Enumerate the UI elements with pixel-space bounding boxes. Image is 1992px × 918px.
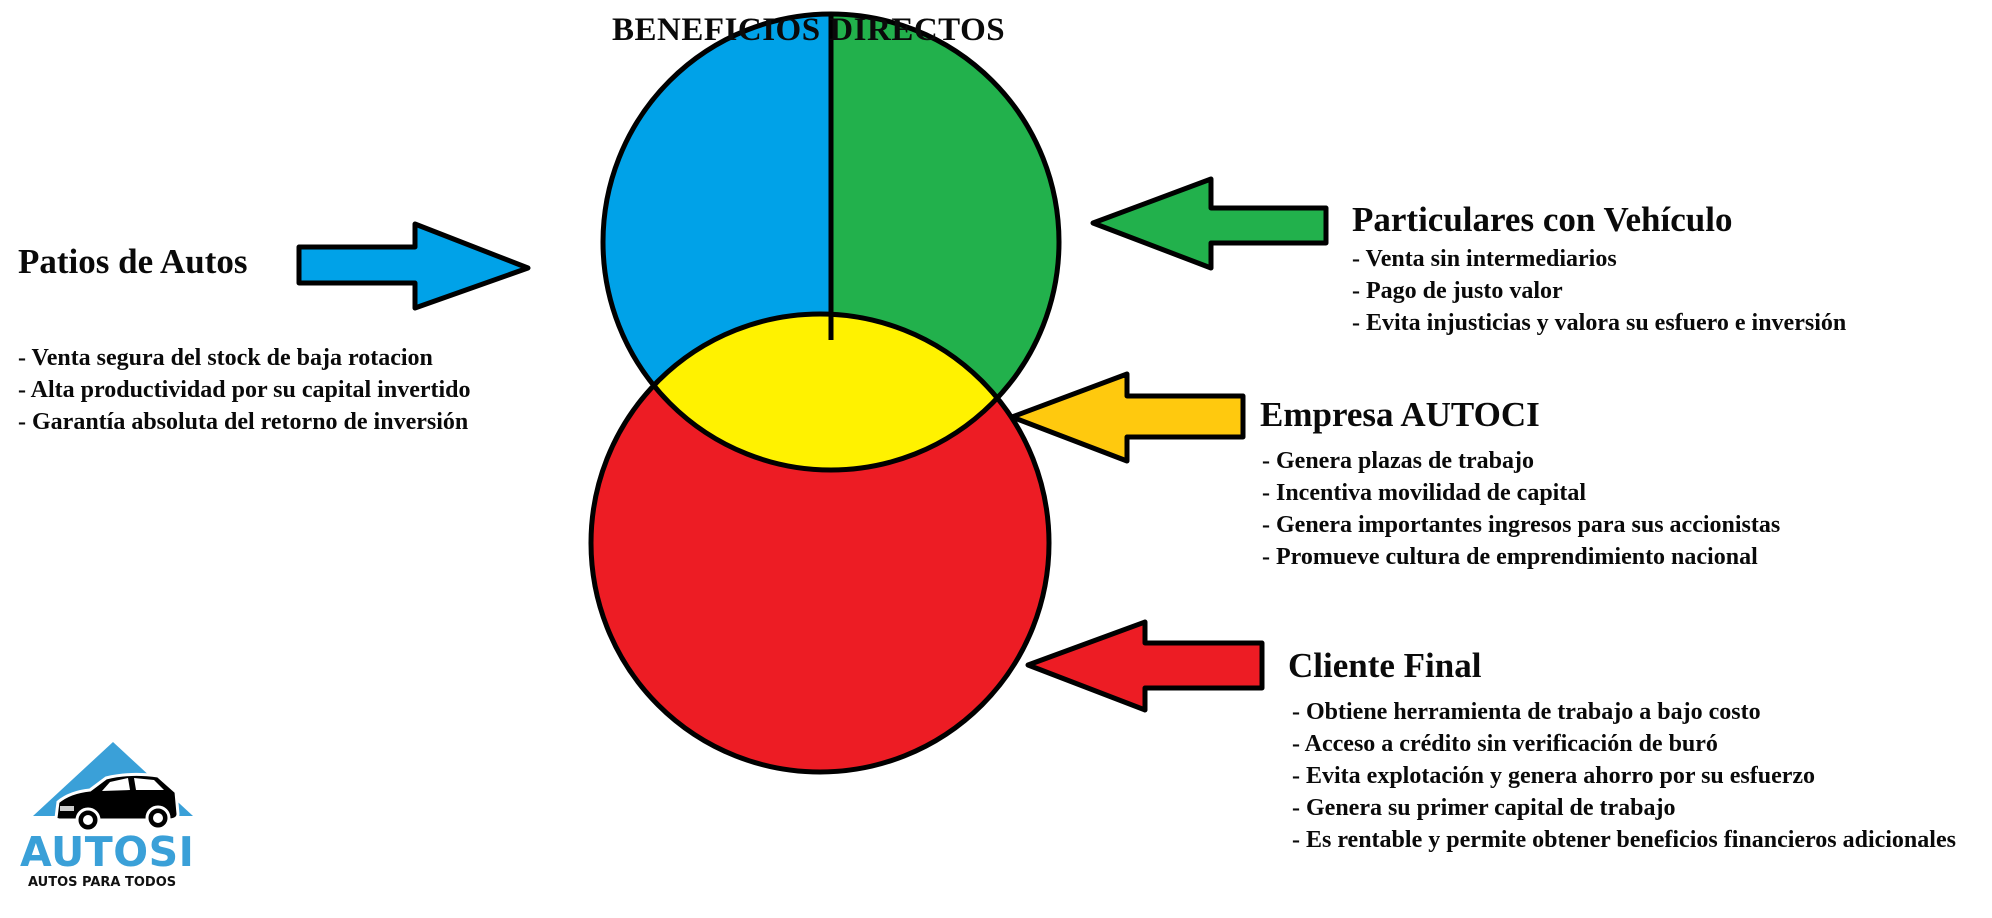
list-item: - Genera su primer capital de trabajo	[1292, 795, 1676, 821]
venn-bottom-outline	[588, 311, 1052, 775]
arrow-left-icon	[1009, 371, 1246, 464]
logo-tagline: AUTOS PARA TODOS	[28, 875, 177, 890]
venn-region-empresa	[603, 314, 1049, 470]
logo-name: AUTOSI	[20, 828, 195, 876]
benefit-list-patios: - Venta segura del stock de baja rotacio…	[18, 342, 471, 438]
group-title-empresa: Empresa AUTOCI	[1260, 395, 1540, 434]
list-item: - Genera importantes ingresos para sus a…	[1262, 512, 1781, 538]
list-item: - Evita injusticias y valora su esfuero …	[1352, 310, 1847, 336]
benefit-list-empresa: - Genera plazas de trabajo - Incentiva m…	[1262, 445, 1780, 573]
arrow-right-icon	[296, 221, 531, 311]
list-item: - Alta productividad por su capital inve…	[18, 377, 471, 403]
autosi-logo: AUTOSI AUTOS PARA TODOS	[18, 740, 208, 890]
list-item: - Pago de justo valor	[1352, 278, 1563, 304]
list-item: - Promueve cultura de emprendimiento nac…	[1262, 544, 1758, 570]
arrow-left-icon	[1025, 619, 1265, 713]
page-title: BENEFICIOS DIRECTOS	[612, 12, 1006, 48]
list-item: - Venta segura del stock de baja rotacio…	[18, 345, 433, 371]
group-title-cliente: Cliente Final	[1288, 646, 1482, 685]
arrow-left-icon	[1090, 176, 1329, 271]
list-item: - Obtiene herramienta de trabajo a bajo …	[1292, 699, 1761, 725]
list-item: - Venta sin intermediarios	[1352, 246, 1617, 272]
list-item: - Garantía absoluta del retorno de inver…	[18, 409, 469, 435]
list-item: - Acceso a crédito sin verificación de b…	[1292, 731, 1718, 757]
group-title-patios: Patios de Autos	[18, 242, 248, 281]
car-icon	[33, 742, 193, 833]
group-title-particulares: Particulares con Vehículo	[1352, 200, 1733, 239]
list-item: - Evita explotación y genera ahorro por …	[1292, 763, 1816, 789]
benefit-list-particulares: - Venta sin intermediarios - Pago de jus…	[1352, 243, 1846, 339]
list-item: - Incentiva movilidad de capital	[1262, 480, 1587, 506]
list-item: - Genera plazas de trabajo	[1262, 448, 1534, 474]
benefit-list-cliente: - Obtiene herramienta de trabajo a bajo …	[1292, 696, 1982, 856]
list-item: - Es rentable y permite obtener benefici…	[1292, 827, 1956, 853]
